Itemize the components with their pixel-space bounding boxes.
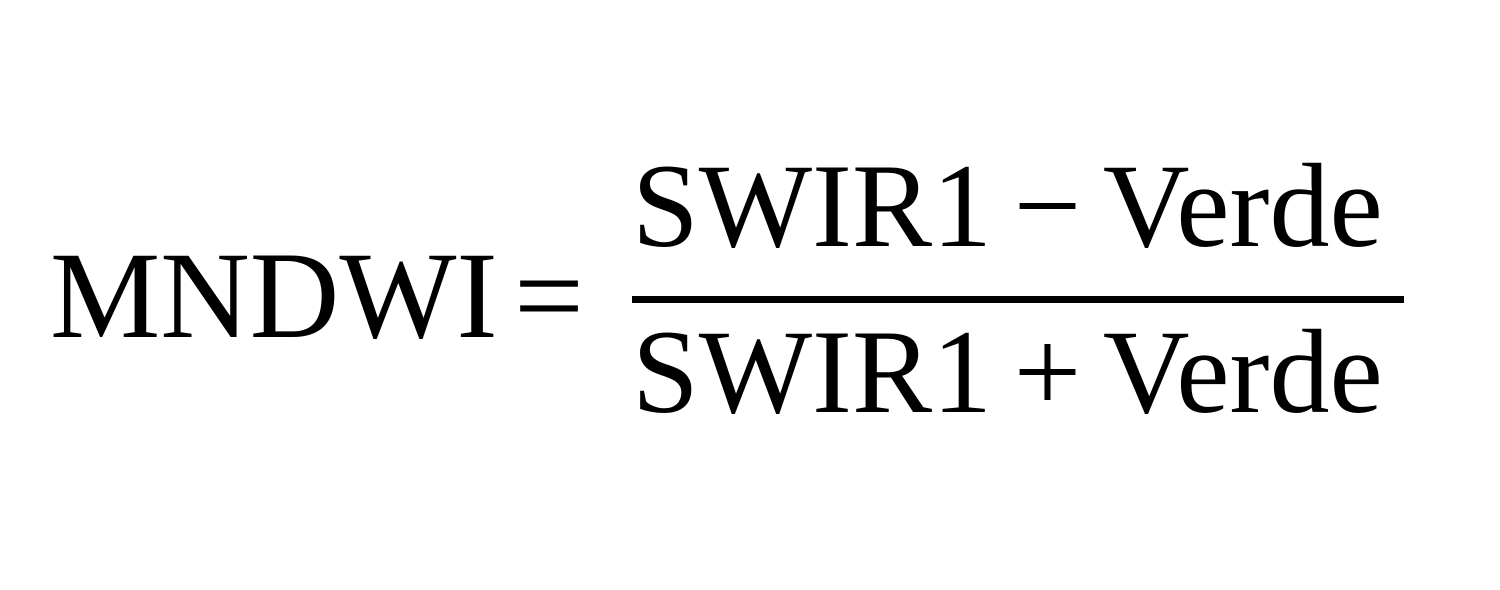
fraction-numerator: SWIR1−Verde (632, 146, 1383, 266)
denominator-left-term: SWIR1 (632, 305, 992, 438)
fraction-bar (632, 296, 1404, 303)
numerator-right-term: Verde (1102, 139, 1383, 272)
denominator-operator: + (1013, 305, 1082, 438)
fraction-denominator: SWIR1+Verde (632, 312, 1383, 432)
denominator-right-term: Verde (1102, 305, 1383, 438)
equals-sign: = (514, 227, 584, 364)
formula-lhs: MNDWI (50, 227, 498, 364)
numerator-left-term: SWIR1 (632, 139, 992, 272)
numerator-operator: − (1013, 139, 1082, 272)
